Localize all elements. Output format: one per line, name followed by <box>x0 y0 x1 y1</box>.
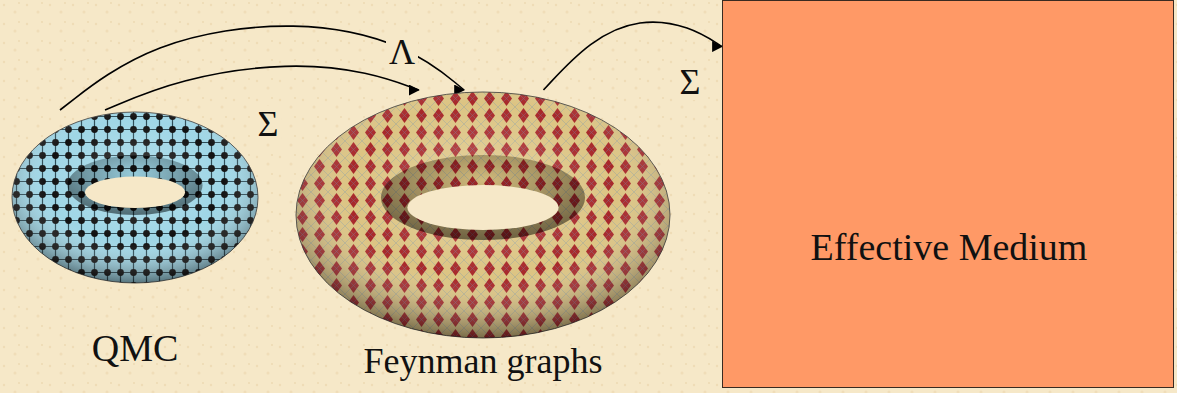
edge-label: Σ <box>255 106 282 142</box>
torus-surface <box>296 92 670 338</box>
torus-shape <box>10 110 260 285</box>
torus-node: Feynman graphs <box>294 90 672 340</box>
torus-hole <box>85 177 185 209</box>
torus-label: QMC <box>92 328 179 370</box>
arrow-connector <box>60 26 464 110</box>
torus-inner-shading <box>381 155 585 240</box>
torus-shading <box>12 112 258 283</box>
torus-inner-wall <box>68 156 203 216</box>
box-label: Effective Medium <box>811 227 1088 269</box>
torus-inner-shading <box>68 156 203 216</box>
edge-label: Λ <box>386 34 418 70</box>
torus-node: QMC <box>10 110 260 285</box>
edge-label: Σ <box>677 64 704 100</box>
torus-shading <box>296 92 670 338</box>
torus-hole <box>407 185 558 230</box>
torus-label: Feynman graphs <box>364 342 603 382</box>
torus-inner-wall <box>381 155 585 240</box>
arrow-connector <box>105 66 419 110</box>
torus-shape <box>294 90 672 340</box>
medium-box: Effective Medium <box>722 0 1174 388</box>
torus-surface <box>12 112 258 283</box>
